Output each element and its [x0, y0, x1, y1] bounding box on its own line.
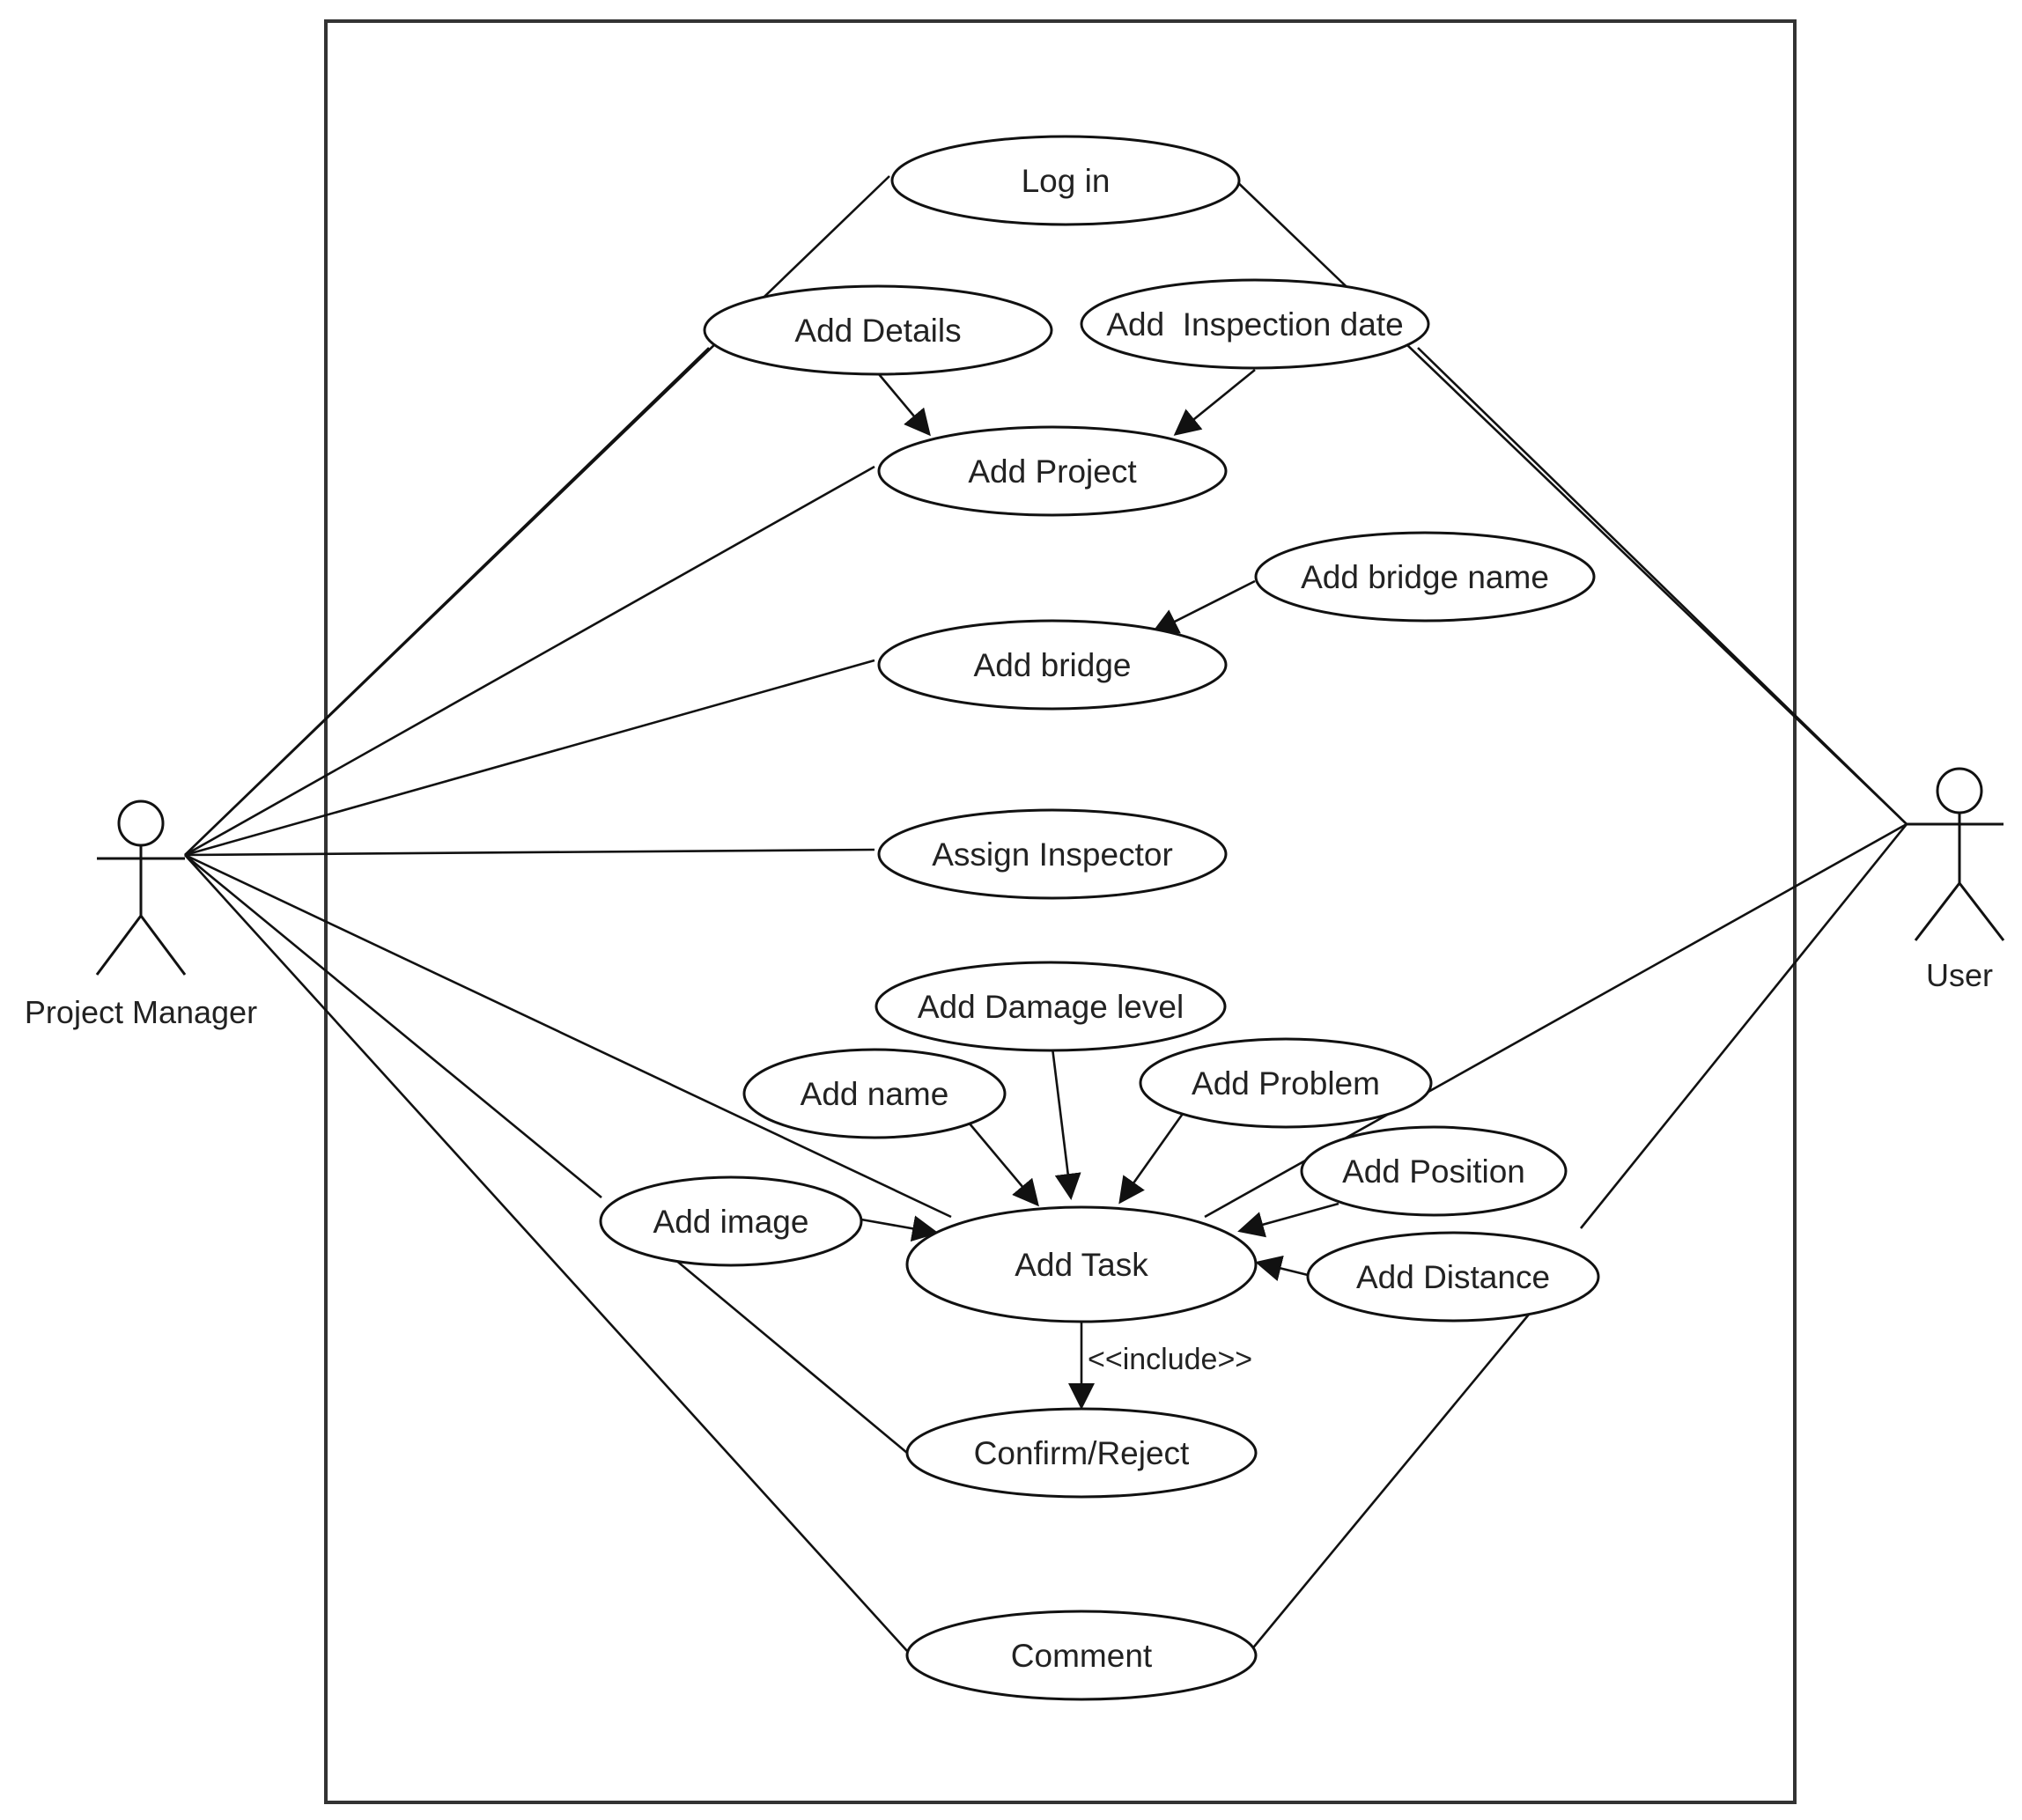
assoc-pm-add-bridge — [184, 659, 875, 857]
actor-project-manager[interactable]: Project Manager — [25, 799, 257, 1030]
arrow-damage-to-task — [1051, 1047, 1081, 1200]
actor-user[interactable]: User — [1907, 767, 2005, 993]
use-case-log-in[interactable]: Log in — [890, 135, 1241, 226]
use-case-label: Add Inspection date — [1106, 306, 1403, 343]
use-case-confirm-reject[interactable]: Confirm/Reject — [905, 1407, 1258, 1499]
arrow-position-to-task — [1237, 1202, 1339, 1238]
assoc-distance-comment — [1249, 1309, 1534, 1652]
arrow-inspection-date-to-project — [1173, 368, 1256, 436]
use-case-assign-inspector[interactable]: Assign Inspector — [877, 808, 1228, 900]
assoc-user-inspection-date — [1417, 347, 1908, 825]
use-case-label: Add bridge — [974, 647, 1132, 683]
use-case-label: Comment — [1011, 1638, 1153, 1674]
user-associations — [668, 175, 1908, 1652]
assoc-user-log-in — [1230, 175, 1908, 825]
arrow-details-to-project — [878, 373, 931, 437]
assoc-user-add-distance — [1579, 823, 1908, 1229]
use-case-label: Add Task — [1015, 1247, 1148, 1283]
actor-right-leg — [139, 915, 187, 976]
assoc-image-confirm — [668, 1254, 908, 1454]
use-case-add-task[interactable]: Add Task — [905, 1205, 1258, 1323]
use-case-label: Add image — [653, 1204, 809, 1240]
arrow-name-to-task — [968, 1122, 1039, 1207]
use-case-add-project[interactable]: Add Project — [877, 425, 1228, 517]
system-boundary — [324, 19, 1797, 1804]
use-case-add-damage-level[interactable]: Add Damage level — [874, 961, 1227, 1052]
actor-label: Project Manager — [25, 994, 257, 1030]
actor-head — [1936, 767, 1983, 814]
use-case-label: Add Details — [794, 313, 961, 349]
use-case-label: Add name — [801, 1076, 949, 1112]
use-case-label: Add Problem — [1192, 1065, 1380, 1102]
use-case-label: Log in — [1022, 163, 1111, 199]
arrow-problem-to-task — [1118, 1110, 1186, 1205]
use-case-add-position[interactable]: Add Position — [1300, 1125, 1568, 1217]
pm-associations — [184, 175, 952, 1652]
dependency-arrows — [860, 368, 1339, 1410]
include-stereotype-label: <<include>> — [1088, 1343, 1252, 1376]
arrow-bridge-name-to-bridge — [1151, 579, 1256, 634]
actor-right-leg — [1958, 882, 2005, 941]
use-case-add-name[interactable]: Add name — [742, 1048, 1007, 1139]
use-case-label: Add Damage level — [918, 989, 1184, 1025]
actor-left-leg — [1914, 882, 1961, 941]
assoc-pm-assign-inspector — [184, 848, 875, 857]
assoc-pm-add-task — [184, 853, 952, 1219]
actor-left-leg — [95, 915, 143, 976]
use-case-label: Add Position — [1342, 1153, 1525, 1190]
use-case-label: Add bridge name — [1301, 559, 1549, 595]
assoc-pm-add-project — [184, 465, 875, 857]
use-case-add-distance[interactable]: Add Distance — [1306, 1231, 1600, 1323]
use-case-add-bridge[interactable]: Add bridge — [877, 619, 1228, 711]
actor-label: User — [1926, 957, 1993, 993]
assoc-pm-add-details — [184, 347, 710, 856]
use-case-comment[interactable]: Comment — [905, 1610, 1258, 1701]
use-case-add-image[interactable]: Add image — [599, 1175, 863, 1267]
use-case-label: Assign Inspector — [932, 836, 1173, 873]
use-case-add-details[interactable]: Add Details — [703, 284, 1053, 376]
use-case-add-bridge-name[interactable]: Add bridge name — [1254, 531, 1596, 623]
use-case-label: Add Distance — [1356, 1259, 1550, 1295]
use-case-add-problem[interactable]: Add Problem — [1139, 1037, 1433, 1129]
arrow-distance-to-task — [1255, 1255, 1309, 1282]
arrow-image-to-task — [860, 1215, 939, 1242]
use-case-add-inspection-date[interactable]: Add Inspection date — [1080, 278, 1430, 370]
assoc-pm-comment — [184, 854, 908, 1652]
actor-head — [117, 799, 165, 847]
assoc-pm-add-image — [184, 853, 602, 1199]
use-case-label: Confirm/Reject — [974, 1435, 1190, 1471]
use-case-label: Add Project — [968, 453, 1137, 490]
